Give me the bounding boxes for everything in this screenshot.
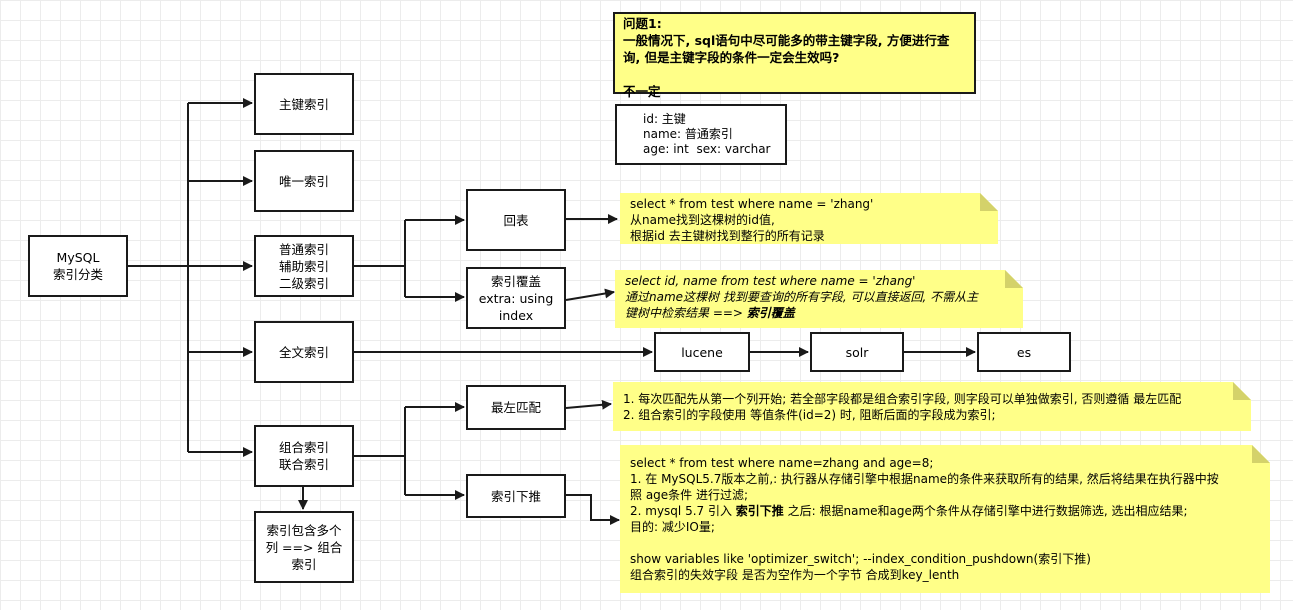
note-covering-bold: 索引覆盖 bbox=[746, 306, 795, 320]
edge-covering-note bbox=[565, 288, 615, 301]
node-covering-index[interactable]: 索引覆盖 extra: using index bbox=[466, 267, 566, 329]
note-leftmost-match[interactable]: 1. 每次匹配先从第一个列开始; 若全部字段都是组合索引字段, 则字段可以单独做… bbox=[613, 382, 1251, 431]
note-huibiao[interactable]: select * from test where name = 'zhang' … bbox=[620, 193, 998, 244]
question-box[interactable]: 问题1: 一般情况下, sql语句中尽可能多的带主键字段, 方便进行查 询, 但… bbox=[613, 12, 976, 99]
node-huibiao[interactable]: 回表 bbox=[466, 189, 566, 251]
note-pushdown-text-b: 之后: 根据name和age两个条件从存储引擎中进行数据筛选, 选出相应结果; … bbox=[630, 504, 1188, 582]
node-es[interactable]: es bbox=[977, 332, 1071, 372]
field-legend-box[interactable]: id: 主键 name: 普通索引 age: int sex: varchar bbox=[615, 104, 787, 165]
node-composite-description[interactable]: 索引包含多个 列 ==> 组合 索引 bbox=[254, 511, 354, 583]
node-mysql-index-types[interactable]: MySQL 索引分类 bbox=[28, 235, 128, 297]
note-covering-text: select id, name from test where name = '… bbox=[625, 274, 979, 320]
note-pushdown-bold: 索引下推 bbox=[735, 504, 784, 518]
node-solr[interactable]: solr bbox=[810, 332, 904, 372]
note-covering-index[interactable]: select id, name from test where name = '… bbox=[615, 270, 1023, 328]
note-pushdown-text-a: select * from test where name=zhang and … bbox=[630, 456, 1219, 518]
node-normal-index[interactable]: 普通索引 辅助索引 二级索引 bbox=[254, 235, 354, 297]
node-lucene[interactable]: lucene bbox=[654, 332, 750, 372]
node-composite-index[interactable]: 组合索引 联合索引 bbox=[254, 425, 354, 487]
edge-pushdown-note bbox=[566, 494, 620, 525]
node-unique-index[interactable]: 唯一索引 bbox=[254, 150, 354, 212]
note-index-pushdown[interactable]: select * from test where name=zhang and … bbox=[620, 445, 1270, 593]
edge-leftmost-note bbox=[565, 399, 612, 410]
node-primary-index[interactable]: 主键索引 bbox=[254, 73, 354, 135]
node-index-pushdown[interactable]: 索引下推 bbox=[466, 474, 566, 518]
node-fulltext-index[interactable]: 全文索引 bbox=[254, 321, 354, 383]
node-leftmost-match[interactable]: 最左匹配 bbox=[466, 385, 566, 430]
